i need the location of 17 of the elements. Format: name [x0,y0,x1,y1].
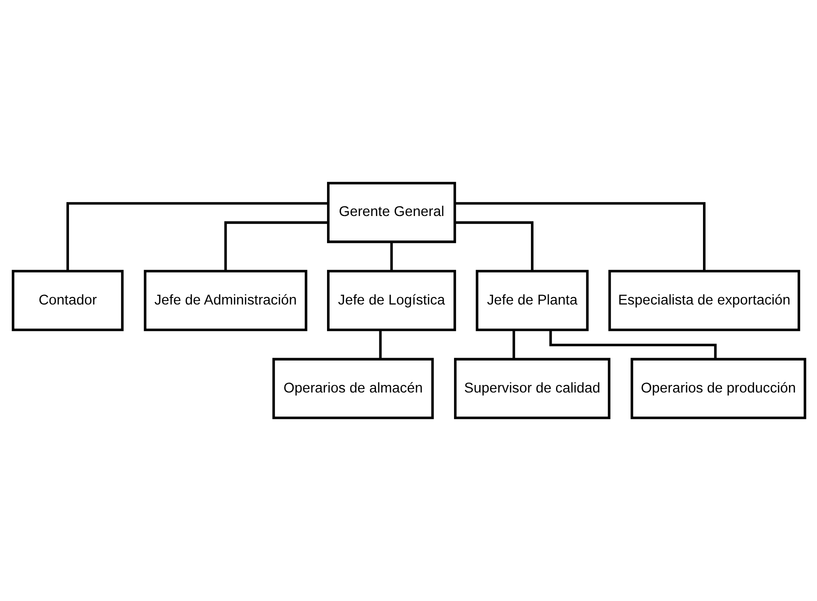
node-box: Jefe de Logística [326,270,456,332]
node-box: Operarios de producción [630,358,806,420]
connector [548,330,716,359]
node-box: Jefe de Administración [143,270,307,332]
node-box: Especialista de exportación [608,270,800,332]
connector [224,221,328,272]
connector [454,202,706,272]
connector [66,202,328,272]
connector [512,330,515,360]
connector [378,330,382,360]
node-box: Contador [11,270,124,332]
node-box: Operarios de almacén [272,358,434,420]
node-box: Jefe de Planta [475,270,588,332]
node-box: Supervisor de calidad [454,358,610,420]
connector [454,221,533,272]
node-box: Gerente General [326,182,456,244]
connector [390,242,392,272]
